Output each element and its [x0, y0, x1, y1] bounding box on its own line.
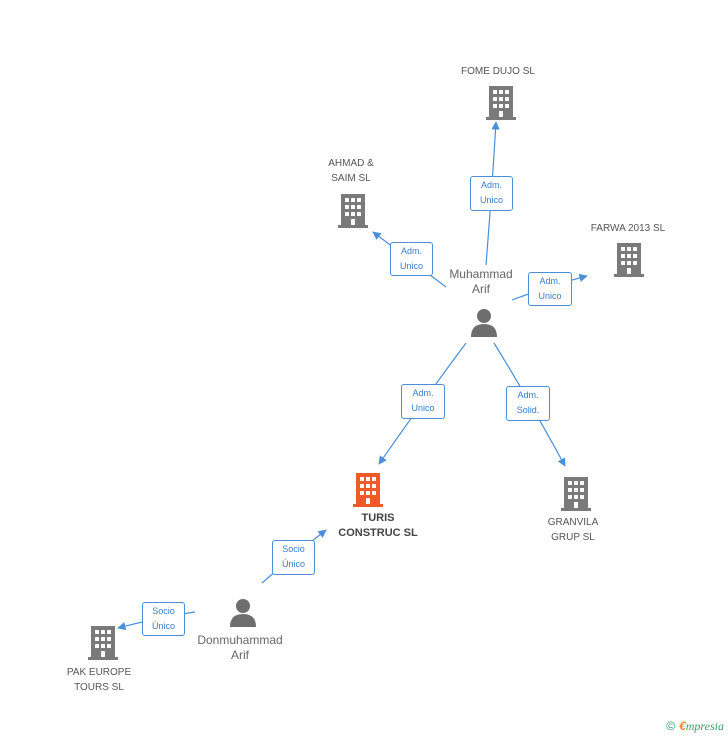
brand-name: mpresia: [685, 719, 724, 733]
person-label-muhammad-arif[interactable]: Muhammad Arif: [449, 267, 513, 296]
copyright-icon: ©: [666, 719, 676, 733]
edge-role-ma-fome[interactable]: Adm. Unico: [470, 176, 513, 211]
edge-role-ma-farwa[interactable]: Adm. Unico: [528, 272, 572, 306]
building-icon[interactable]: [338, 192, 368, 228]
footer-brand[interactable]: ©€mpresia: [666, 719, 724, 734]
person-icon[interactable]: [469, 307, 499, 337]
company-label-pak-europe-tours[interactable]: PAK EUROPE TOURS SL: [66, 667, 132, 693]
building-icon[interactable]: [614, 241, 644, 277]
company-label-ahmad-saim[interactable]: AHMAD & SAIM SL: [328, 158, 374, 184]
edge-role-ma-ahmad[interactable]: Adm. Unico: [390, 242, 433, 276]
edge-role-ma-turis[interactable]: Adm. Unico: [401, 384, 445, 419]
company-label-farwa-2013[interactable]: FARWA 2013 SL: [590, 223, 666, 234]
company-label-turis-construc[interactable]: TURIS CONSTRUC SL: [338, 512, 418, 539]
building-icon[interactable]: [88, 624, 118, 660]
brand-logo-letter: €: [679, 719, 686, 733]
building-icon-highlighted[interactable]: [353, 471, 383, 507]
edge-role-ma-granvila[interactable]: Adm. Solid.: [506, 386, 550, 421]
building-icon[interactable]: [561, 475, 591, 511]
building-icon[interactable]: [486, 84, 516, 120]
company-label-granvila-grup[interactable]: GRANVILA GRUP SL: [547, 517, 599, 543]
edge-role-da-pak[interactable]: Socio Único: [142, 602, 185, 636]
person-icon[interactable]: [228, 597, 258, 627]
company-label-fome-dujo[interactable]: FOME DUJO SL: [461, 66, 535, 77]
edge-role-da-turis[interactable]: Socio Único: [272, 540, 315, 575]
person-label-donmuhammad-arif[interactable]: Donmuhammad Arif: [197, 633, 283, 662]
